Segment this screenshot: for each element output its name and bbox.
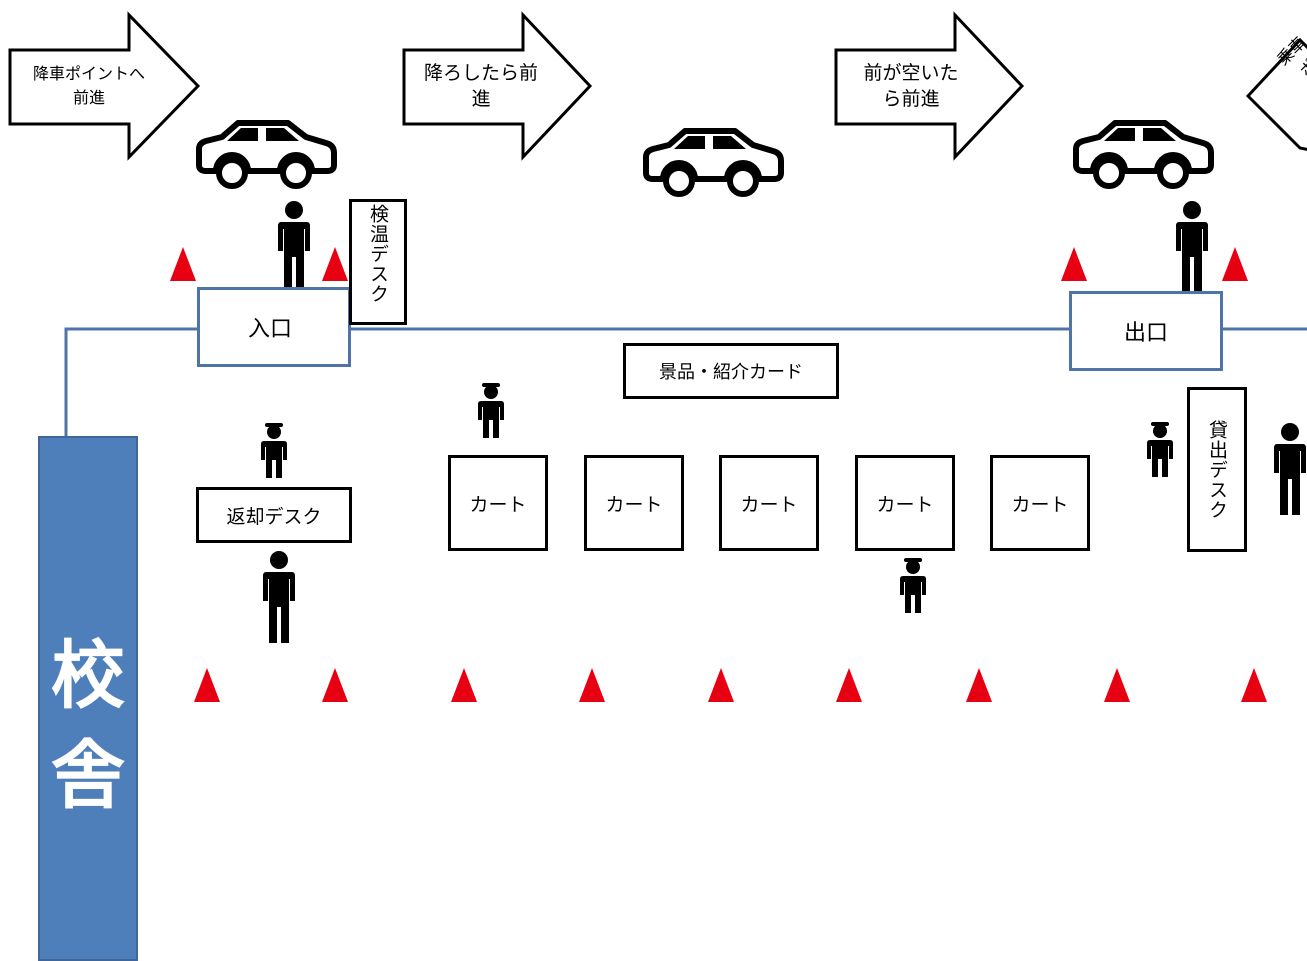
temperature-check-desk: 検温デスク <box>349 199 407 325</box>
cart-box: カート <box>855 455 955 551</box>
cart-label: カート <box>740 493 798 516</box>
cart-label: カート <box>469 493 527 516</box>
person-icon <box>1274 423 1306 515</box>
traffic-cone-icon <box>1104 668 1130 702</box>
person-icon <box>263 551 295 643</box>
traffic-cone-icon <box>1061 247 1087 281</box>
cart-box: カート <box>990 455 1090 551</box>
lending-desk: 貸出デスク <box>1187 387 1247 552</box>
arrow-label-advance-when-clear: 前が空いた ら前進 <box>863 62 959 110</box>
arrow-shape-1 <box>8 11 201 161</box>
person-icon <box>1176 201 1208 293</box>
school-building-label: 校 舎 <box>51 633 125 819</box>
prize-card-desk-label: 景品・紹介カード <box>659 362 803 383</box>
person-icon <box>278 201 310 293</box>
entrance-gate: 入口 <box>197 287 351 367</box>
traffic-cone-icon <box>322 247 348 281</box>
car-icon <box>646 131 781 194</box>
return-desk: 返却デスク <box>196 487 352 543</box>
car-icon <box>199 123 334 186</box>
traffic-cone-icon <box>170 247 196 281</box>
arrow-label-advance-after-dropoff: 降ろしたら前 進 <box>423 62 538 110</box>
traffic-cone-icon <box>836 668 862 702</box>
staff-person-icon <box>1147 422 1173 477</box>
arrow-shape-3 <box>834 11 1025 161</box>
exit-label: 出口 <box>1123 321 1168 346</box>
cart-label: カート <box>1011 493 1069 516</box>
return-desk-label: 返却デスク <box>226 505 322 528</box>
cart-box: カート <box>448 455 548 551</box>
staff-person-icon <box>900 558 926 613</box>
temperature-check-desk-label: 検温デスク <box>367 204 389 304</box>
school-building: 校 舎 <box>38 436 138 961</box>
traffic-cone-icon <box>1222 247 1248 281</box>
cart-label: カート <box>876 493 934 516</box>
lending-desk-label: 貸出デスク <box>1206 419 1228 520</box>
arrow-shape-2 <box>402 11 593 161</box>
car-icon <box>1076 123 1211 186</box>
cart-box: カート <box>584 455 684 551</box>
arrow-shape-4 <box>1245 37 1307 151</box>
traffic-cone-icon <box>1241 668 1267 702</box>
cart-label: カート <box>605 493 663 516</box>
staff-person-icon <box>478 383 504 438</box>
traffic-cone-icon <box>966 668 992 702</box>
traffic-cone-icon <box>579 668 605 702</box>
traffic-cone-icon <box>322 668 348 702</box>
arrow-label-advance-to-dropoff: 降車ポイントへ 前進 <box>32 64 145 107</box>
staff-person-icon <box>261 423 287 478</box>
traffic-cone-icon <box>708 668 734 702</box>
exit-gate: 出口 <box>1069 291 1223 371</box>
entrance-label: 入口 <box>248 317 293 342</box>
traffic-cone-icon <box>451 668 477 702</box>
traffic-cone-icon <box>194 668 220 702</box>
cart-box: カート <box>719 455 819 551</box>
prize-card-desk: 景品・紹介カード <box>623 343 839 399</box>
barrier-lines <box>64 327 1307 438</box>
